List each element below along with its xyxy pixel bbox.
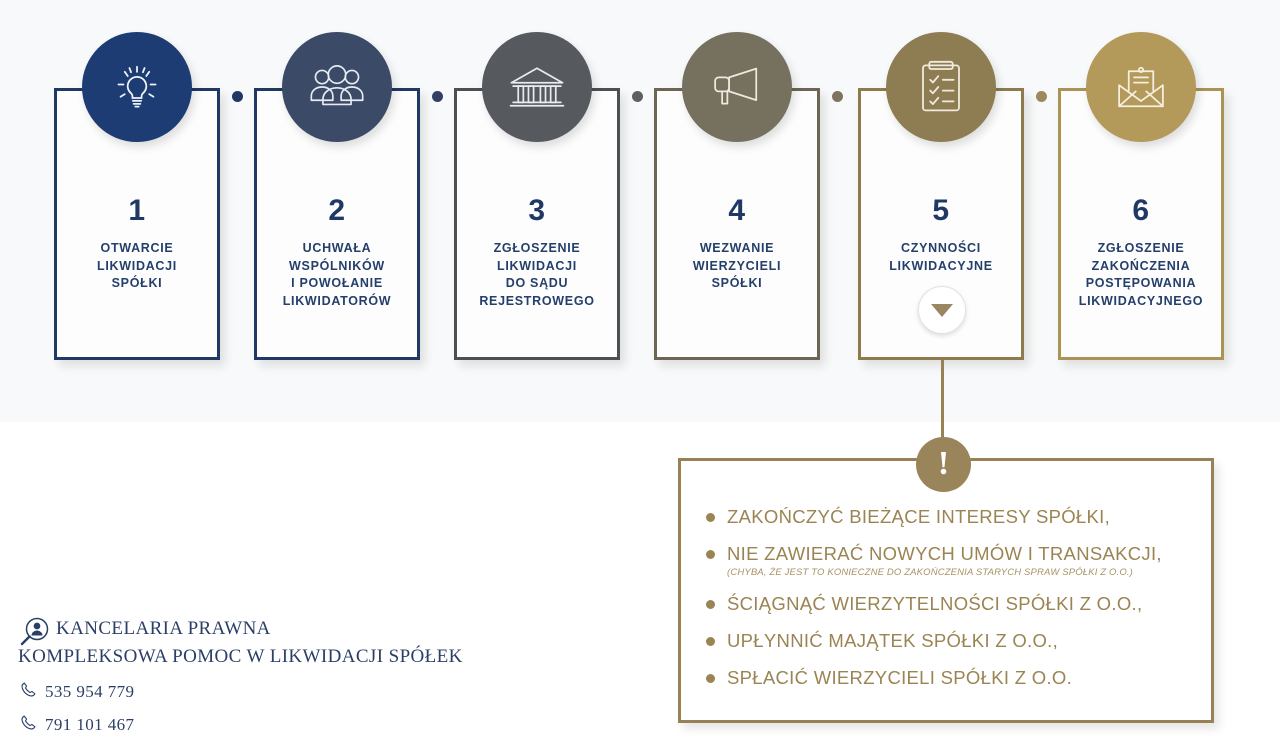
callout-item-text: UPŁYNNIĆ MAJĄTEK SPÓŁKI Z O.O., (727, 630, 1059, 651)
phone-icon (20, 681, 37, 703)
step-5-icon-circle (886, 32, 996, 142)
phone-row-1[interactable]: 535 954 779 (20, 681, 134, 703)
step-4-icon-circle (682, 32, 792, 142)
people-group-icon (308, 61, 366, 113)
phone-row-2[interactable]: 791 101 467 (20, 714, 134, 736)
courthouse-icon (508, 62, 566, 112)
step-3-icon-circle (482, 32, 592, 142)
firm-name-line-2: KOMPLEKSOWA POMOC W LIKWIDACJI SPÓŁEK (18, 646, 463, 667)
exclamation-icon: ! (916, 437, 971, 492)
checklist-clipboard-icon (917, 60, 965, 114)
step-1-number: 1 (128, 194, 146, 227)
list-item: ŚCIĄGNĄĆ WIERZYTELNOŚCI SPÓŁKI Z O.O., (700, 592, 1200, 615)
connector-dot-5 (1036, 91, 1047, 102)
phone-number: 535 954 779 (45, 682, 135, 701)
connector-dot-3 (632, 91, 643, 102)
phone-icon (20, 714, 37, 736)
chevron-down-icon[interactable] (918, 286, 966, 334)
lightbulb-icon (110, 60, 164, 114)
step-3-number: 3 (528, 194, 546, 227)
step-2-icon-circle (282, 32, 392, 142)
exclamation-symbol: ! (937, 444, 950, 482)
firm-name-line-1: KANCELARIA PRAWNA (56, 618, 271, 639)
step-6-icon-circle (1086, 32, 1196, 142)
callout-box (678, 458, 1214, 723)
step-4-number: 4 (728, 194, 746, 227)
callout-item-text: ŚCIĄGNĄĆ WIERZYTELNOŚCI SPÓŁKI Z O.O., (727, 593, 1143, 614)
list-item: UPŁYNNIĆ MAJĄTEK SPÓŁKI Z O.O., (700, 629, 1200, 652)
magnifier-person-icon (18, 616, 52, 655)
list-item: SPŁACIĆ WIERZYCIELI SPÓŁKI Z O.O. (700, 666, 1200, 689)
step-6-number: 6 (1132, 194, 1150, 227)
connector-dot-4 (832, 91, 843, 102)
open-envelope-letter-icon (1113, 62, 1169, 112)
megaphone-icon (709, 63, 765, 111)
step-2-number: 2 (328, 194, 346, 227)
phone-number: 791 101 467 (45, 715, 135, 734)
connector-dot-2 (432, 91, 443, 102)
callout-item-note: (CHYBA, ŻE JEST TO KONIECZNE DO ZAKOŃCZE… (727, 567, 1133, 578)
callout-item-text: NIE ZAWIERAĆ NOWYCH UMÓW I TRANSAKCJI, (727, 543, 1162, 564)
step-5-number: 5 (932, 194, 950, 227)
list-item: ZAKOŃCZYĆ BIEŻĄCE INTERESY SPÓŁKI, (700, 505, 1200, 528)
callout-bullet-list: ZAKOŃCZYĆ BIEŻĄCE INTERESY SPÓŁKI, NIE Z… (700, 505, 1200, 703)
step-1-icon-circle (82, 32, 192, 142)
list-item: NIE ZAWIERAĆ NOWYCH UMÓW I TRANSAKCJI, (… (700, 542, 1200, 578)
callout-item-text: ZAKOŃCZYĆ BIEŻĄCE INTERESY SPÓŁKI, (727, 506, 1111, 527)
callout-connector-line (941, 360, 944, 465)
connector-dot-1 (232, 91, 243, 102)
callout-item-text: SPŁACIĆ WIERZYCIELI SPÓŁKI Z O.O. (727, 667, 1073, 688)
